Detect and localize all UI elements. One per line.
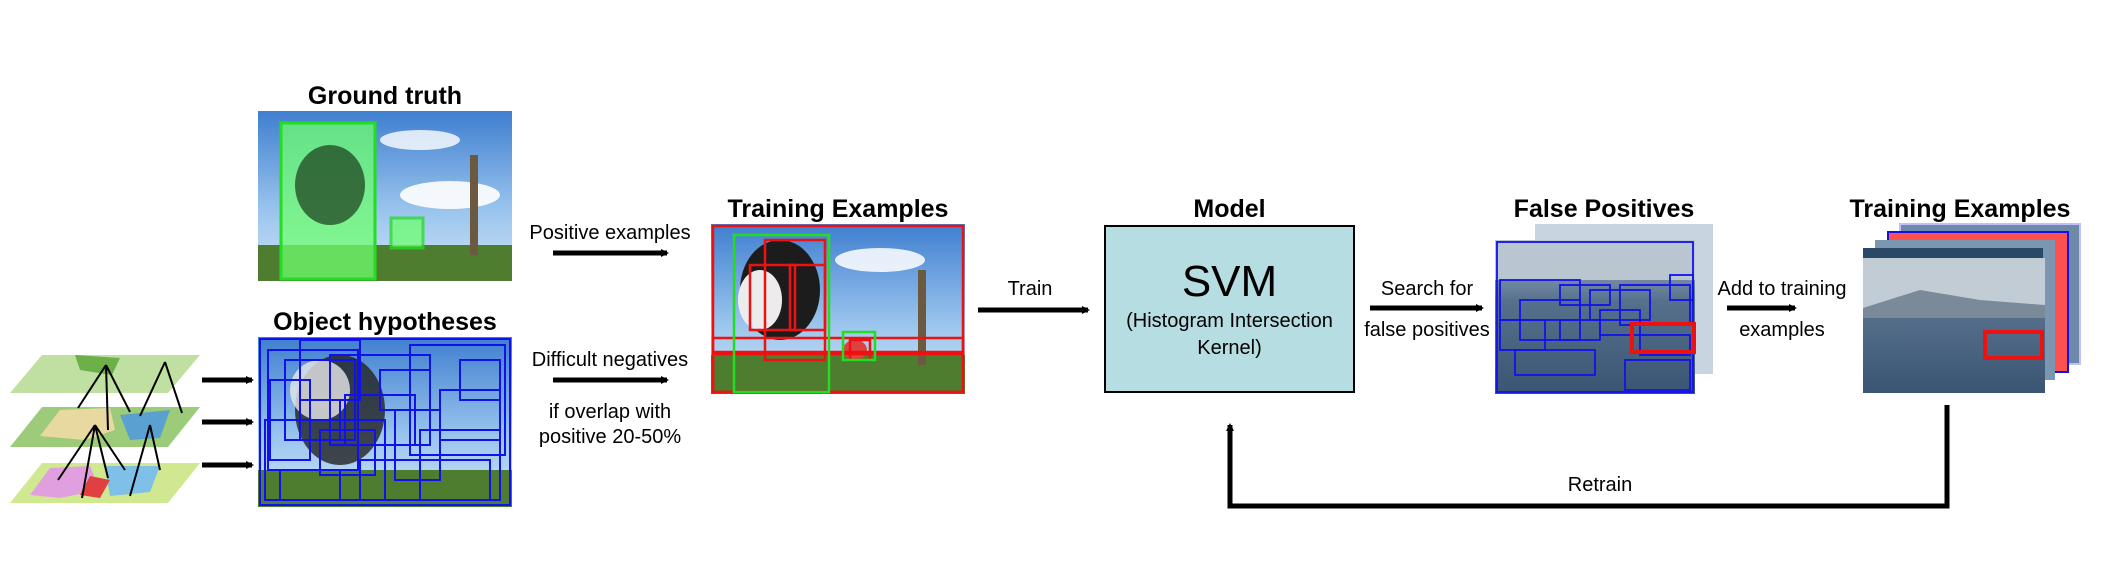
difficult-negatives-label: Difficult negatives [531,349,689,371]
search-line2-label: false positives [1364,319,1490,341]
add-line1-label: Add to training [1717,278,1847,300]
ground-truth-box [389,216,425,250]
training-examples-title-2: Training Examples [1849,195,2071,223]
ground-truth-title: Ground truth [307,82,463,110]
training-examples-image [711,224,965,394]
kernel-line2-label: Kernel) [1197,337,1262,359]
svm-model-box: SVM (Histogram Intersection Kernel) [1104,225,1355,393]
train-label: Train [1007,278,1053,300]
training-positive-box [841,330,877,362]
object-hypotheses-image [258,337,512,507]
false-positives-image [1495,224,1713,394]
false-positives-title: False Positives [1513,195,1695,223]
segmentation-layer-top [10,355,200,393]
add-line2-label: examples [1739,319,1825,341]
positive-examples-label: Positive examples [529,222,691,244]
training-examples-title: Training Examples [727,195,949,223]
object-hypotheses-title: Object hypotheses [273,308,497,336]
new-training-box [1983,330,2044,360]
training-positive-box [732,233,831,394]
kernel-line1-label: (Histogram Intersection [1126,310,1333,332]
false-positive-box [1630,322,1696,354]
model-title: Model [1193,195,1266,223]
svm-label: SVM [1181,257,1278,306]
segmentation-layers [10,355,254,503]
retrain-arrow [1226,405,1950,509]
training-examples-stack [1863,223,2081,393]
ground-truth-box [279,121,377,281]
overlap-line2-label: positive 20-50% [538,426,682,448]
search-line1-label: Search for [1380,278,1474,300]
ground-truth-image [258,111,512,281]
retrain-label: Retrain [1567,474,1633,496]
overlap-line1-label: if overlap with [548,401,672,423]
